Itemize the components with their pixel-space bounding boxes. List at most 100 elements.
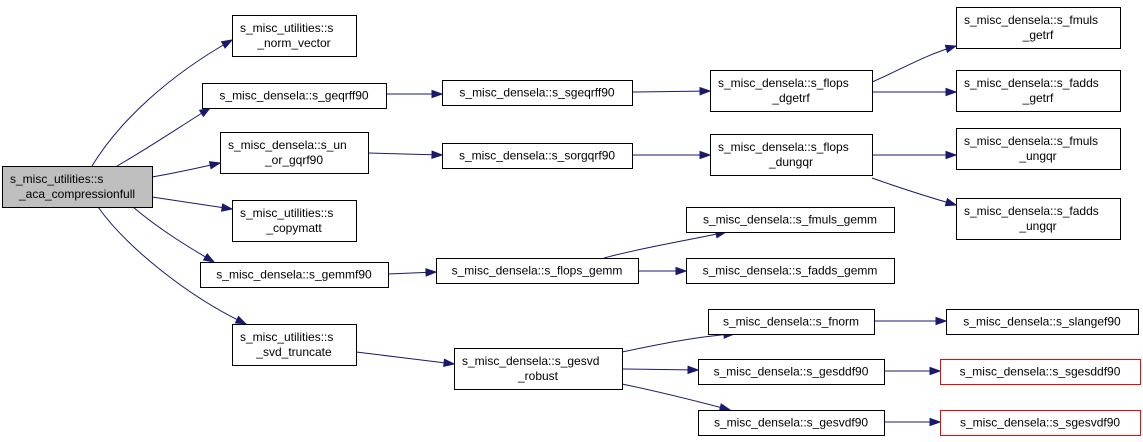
node-label: s_misc_densela::s_fmuls [964, 134, 1098, 148]
edge-line [603, 231, 727, 259]
node-sgeqrff90[interactable]: s_misc_densela::s_sgeqrff90 [442, 80, 633, 106]
node-copymatt[interactable]: s_misc_utilities::s_copymatt [232, 200, 357, 242]
node-box [200, 262, 389, 288]
node-label: _ungqr [1018, 219, 1056, 233]
arrowhead-icon [945, 87, 958, 97]
edge-root-to-copymatt [151, 196, 234, 212]
arrowhead-icon [675, 266, 688, 276]
node-label: s_misc_densela::s_gemmf90 [216, 268, 372, 282]
node-sorgqrf90[interactable]: s_misc_densela::s_sorgqrf90 [442, 143, 633, 169]
node-root[interactable]: s_misc_utilities::s_aca_compressionfull [2, 166, 153, 208]
node-gesvdf90[interactable]: s_misc_densela::s_gesvdf90 [698, 410, 885, 436]
edge-root-to-gemmf90 [132, 206, 216, 263]
node-label: s_misc_densela::s_fmuls [964, 13, 1098, 27]
node-gesddf90[interactable]: s_misc_densela::s_gesddf90 [698, 359, 885, 385]
edge-un_or_gqrf90-to-sorgqrf90 [367, 150, 444, 160]
node-label: s_misc_densela::s_fadds_gemm [703, 264, 878, 278]
node-label: s_misc_utilities::s [240, 330, 333, 344]
arrowhead-icon [431, 150, 444, 160]
node-label: _dgetrf [771, 91, 810, 105]
arrowhead-icon [718, 403, 732, 412]
arrowhead-icon [944, 197, 958, 207]
node-label: s_misc_densela::s_fadds [964, 204, 1099, 218]
edge-line [871, 177, 957, 206]
edge-line [621, 333, 735, 353]
edge-flops_gemm-to-fmuls_gemm [603, 230, 728, 259]
edge-svd_truncate-to-gesvd_robust [355, 351, 456, 368]
node-svd-truncate[interactable]: s_misc_utilities::s_svd_truncate [232, 324, 357, 366]
node-box [710, 70, 873, 112]
node-label: s_misc_densela::s_gesvd [462, 354, 599, 368]
node-box [686, 207, 895, 233]
edge-line [116, 107, 211, 167]
edge-flops_dungqr-to-fadds_ungqr [871, 177, 958, 207]
node-sgesvdf90[interactable]: s_misc_densela::s_sgesvdf90 [940, 410, 1141, 436]
arrowhead-icon [443, 358, 456, 368]
edge-line [151, 196, 233, 210]
node-label: s_misc_utilities::s [10, 172, 103, 186]
node-fmuls-ungqr[interactable]: s_misc_densela::s_fmuls_ungqr [956, 128, 1121, 170]
node-label: _norm_vector [256, 36, 330, 50]
edge-sorgqrf90-to-flops_dungqr [632, 150, 712, 160]
node-label: s_misc_densela::s_fadds [964, 76, 1099, 90]
node-fadds-gemm[interactable]: s_misc_densela::s_fadds_gemm [686, 258, 895, 284]
node-gemmf90[interactable]: s_misc_densela::s_gemmf90 [200, 262, 389, 288]
node-flops-dungqr[interactable]: s_misc_densela::s_flops_dungqr [710, 134, 873, 176]
node-box [956, 70, 1121, 112]
node-label: s_misc_densela::s_fnorm [723, 315, 859, 329]
node-fmuls-getrf[interactable]: s_misc_densela::s_fmuls_getrf [956, 7, 1121, 49]
node-un-or-gqrf90[interactable]: s_misc_densela::s_un_or_gqrf90 [220, 132, 369, 174]
arrowhead-icon [945, 150, 958, 160]
node-box [698, 410, 885, 436]
node-flops-dgetrf[interactable]: s_misc_densela::s_flops_dgetrf [710, 70, 873, 112]
node-norm-vector[interactable]: s_misc_utilities::s_norm_vector [232, 15, 357, 57]
node-label: s_misc_densela::s_flops_gemm [452, 264, 623, 278]
node-box [946, 309, 1139, 335]
node-label: s_misc_densela::s_sgesddf90 [960, 365, 1121, 379]
arrowhead-icon [699, 86, 712, 96]
edge-line [355, 351, 455, 365]
node-gesvd-robust[interactable]: s_misc_densela::s_gesvd_robust [454, 348, 623, 390]
arrowhead-icon [929, 417, 942, 427]
node-box [454, 348, 623, 390]
node-label: _robust [517, 369, 559, 383]
node-fadds-ungqr[interactable]: s_misc_densela::s_fadds_ungqr [956, 198, 1121, 240]
node-box [686, 258, 895, 284]
node-label: _ungqr [1018, 149, 1056, 163]
arrowhead-icon [202, 252, 216, 263]
arrowhead-icon [220, 39, 234, 49]
node-box [436, 258, 639, 284]
node-label: _getrf [1022, 28, 1054, 42]
node-box [940, 359, 1141, 385]
node-fadds-getrf[interactable]: s_misc_densela::s_fadds_getrf [956, 70, 1121, 112]
node-fmuls-gemm[interactable]: s_misc_densela::s_fmuls_gemm [686, 207, 895, 233]
node-box [2, 166, 153, 208]
node-sgesddf90[interactable]: s_misc_densela::s_sgesddf90 [940, 359, 1141, 385]
node-box [956, 198, 1121, 240]
node-box [232, 15, 357, 57]
edge-flops_dungqr-to-fmuls_ungqr [872, 150, 958, 160]
node-box [698, 359, 885, 385]
edge-root-to-un_or_gqrf90 [151, 161, 222, 178]
arrowhead-icon [425, 268, 438, 277]
edge-gesddf90-to-sgesddf90 [884, 366, 942, 376]
edge-geqrff90-to-sgeqrff90 [386, 89, 444, 99]
edge-gemmf90-to-flops_gemm [387, 268, 438, 277]
node-label: s_misc_densela::s_geqrff90 [219, 89, 369, 103]
node-box [232, 200, 357, 242]
arrowhead-icon [208, 161, 222, 170]
node-box [940, 410, 1141, 436]
edge-gesvd_robust-to-gesvdf90 [621, 383, 732, 412]
node-label: s_misc_densela::s_un [228, 138, 347, 152]
node-label: s_misc_densela::s_flops [718, 140, 849, 154]
node-flops-gemm[interactable]: s_misc_densela::s_flops_gemm [436, 258, 639, 284]
node-box [956, 7, 1121, 49]
node-label: s_misc_densela::s_flops [718, 76, 849, 90]
arrowhead-icon [699, 150, 712, 160]
node-fnorm[interactable]: s_misc_densela::s_fnorm [708, 309, 875, 335]
node-geqrff90[interactable]: s_misc_densela::s_geqrff90 [202, 83, 387, 109]
edge-flops_gemm-to-fadds_gemm [638, 266, 688, 276]
node-slangef90[interactable]: s_misc_densela::s_slangef90 [946, 309, 1139, 335]
arrowhead-icon [234, 315, 248, 325]
node-label: _aca_compressionfull [18, 187, 135, 201]
